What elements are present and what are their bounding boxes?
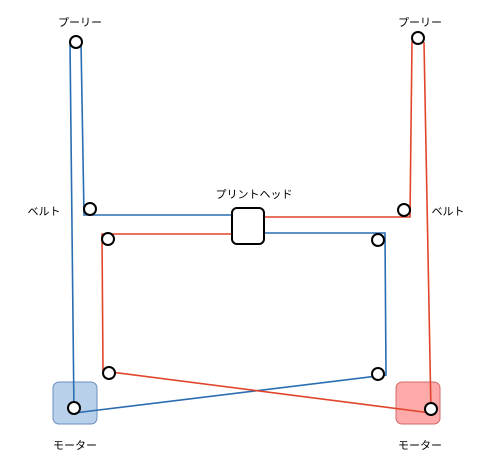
label-print-head: プリントヘッド [216,188,293,201]
pulley-motor-right [424,402,438,416]
label-belt-right: ベルト [432,205,465,218]
pulley-mid-left-upper [83,202,97,216]
label-belt-left: ベルト [28,205,61,218]
label-motor-right: モーター [398,439,442,452]
pulley-top-right [411,31,425,45]
pulley-motor-left [67,401,81,415]
label-motor-left: モーター [53,439,97,452]
blue-belt [69,41,387,414]
pulley-bottom-right-idler [371,367,385,381]
print-head [231,207,265,245]
pulley-top-left [69,35,83,49]
label-pulley-left: プーリー [58,16,102,29]
pulley-bottom-left-idler [102,366,116,380]
label-pulley-right: プーリー [398,16,442,29]
pulley-mid-left-lower [101,232,115,246]
pulley-mid-right-upper [397,203,411,217]
pulley-mid-right-lower [371,233,385,247]
red-belt [101,41,432,414]
